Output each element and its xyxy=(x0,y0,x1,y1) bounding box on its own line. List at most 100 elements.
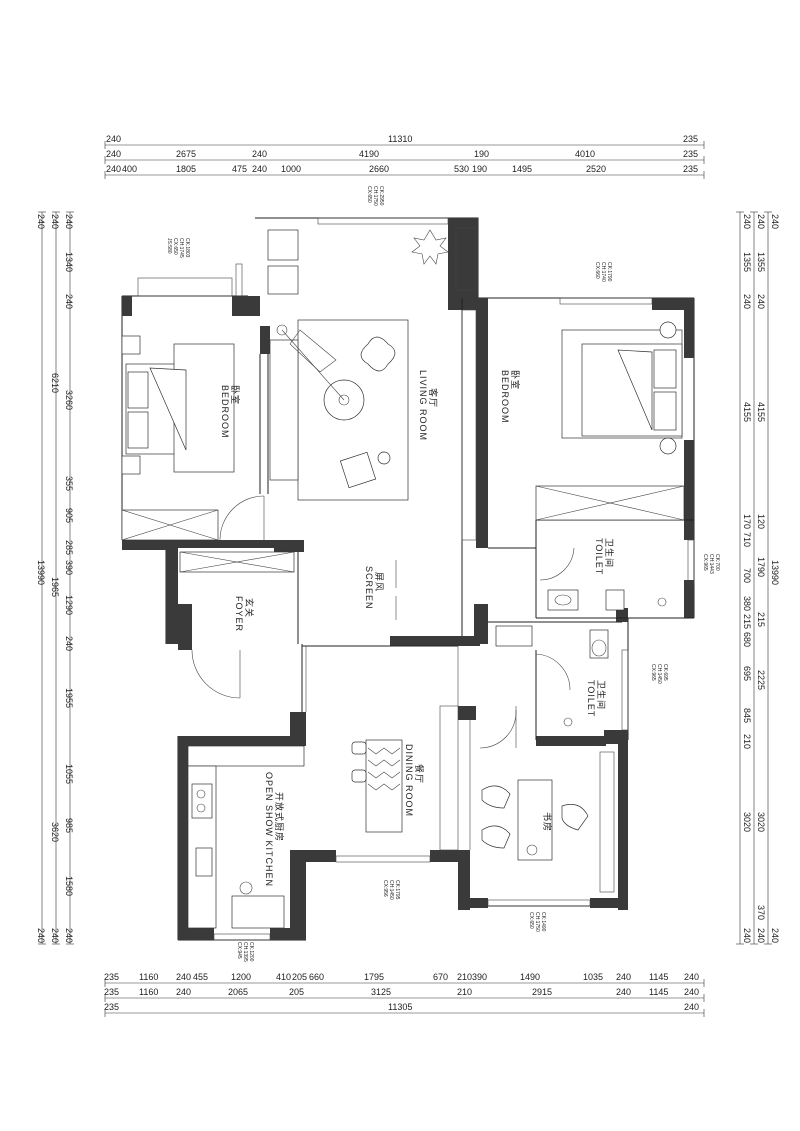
room-label-toilet-upper: 卫生间 TOILET xyxy=(594,538,615,575)
dimension-label: 1035 xyxy=(583,972,603,982)
bottom-dimension-row2: 235 1160 240 2065 205 3125 210 2915 240 … xyxy=(104,987,699,997)
room-name-en: LIVING ROOM xyxy=(418,370,428,441)
room-name-cn: 开放式厨房 xyxy=(274,792,285,842)
window-spec: CX:945 xyxy=(236,942,242,959)
room-label-toilet-lower: 卫生间 TOILET xyxy=(586,680,607,717)
dimension-label: 905 xyxy=(64,508,74,523)
room-name-cn: 客厅 xyxy=(428,388,439,408)
living-room-furniture xyxy=(267,227,477,541)
dimension-label: 240 xyxy=(684,972,699,982)
dimension-label: 215 xyxy=(742,614,752,629)
toilet-upper-furniture xyxy=(547,589,667,611)
top-dimension-row2: 240 2675 240 4190 190 4010 235 xyxy=(106,149,698,159)
dimension-label: 1955 xyxy=(64,688,74,708)
dimension-label: 4010 xyxy=(575,149,595,159)
dimension-label: 240 xyxy=(106,149,121,159)
foyer-furniture xyxy=(179,551,295,573)
dimension-label: 240 xyxy=(50,214,60,229)
dimension-label: 2915 xyxy=(532,987,552,997)
dimension-label: 475 xyxy=(232,164,247,174)
window-spec: CH:1443 xyxy=(708,554,714,574)
room-label-bedroom-right: 卧室 BEDROOM xyxy=(500,370,521,424)
dimension-label: 240 xyxy=(684,987,699,997)
bedroom-left-furniture xyxy=(121,335,235,541)
windows xyxy=(137,217,695,941)
dimension-label: 240 xyxy=(176,987,191,997)
dimension-label: 205 xyxy=(289,987,304,997)
right-dimension-row1: 240 13990 240 xyxy=(770,214,780,943)
dimension-label: 2675 xyxy=(176,149,196,159)
window-spec: CH:1750 xyxy=(534,912,540,932)
window-spec: CX:956 xyxy=(382,880,388,897)
room-label-kitchen: 开放式厨房 OPEN SHOW KITCHEN xyxy=(264,772,285,887)
window-spec: CX:650 xyxy=(172,238,178,255)
dimension-label: 235 xyxy=(683,134,698,144)
window-spec: CK:1795 xyxy=(394,880,400,900)
room-name-en: SCREEN xyxy=(364,566,374,610)
left-dimension-row1: 240 13990 240 xyxy=(36,214,46,943)
room-name-en: FOYER xyxy=(234,596,244,632)
dimension-label: 660 xyxy=(309,972,324,982)
room-name-en: TOILET xyxy=(594,538,604,575)
window-spec: CH:1745 xyxy=(178,238,184,258)
dimension-label: 285 xyxy=(64,540,74,555)
window-spec: CK:2950 xyxy=(378,186,384,206)
dimension-label: 3020 xyxy=(756,812,766,832)
dimension-label: 13990 xyxy=(770,560,780,585)
dimension-label: 11305 xyxy=(388,1002,412,1012)
window-tag-study: CK:1490 CH:1750 CX:650 xyxy=(528,912,546,932)
room-name-cn: 卫生间 xyxy=(604,538,615,568)
dimension-label: 410 xyxy=(276,972,291,982)
dimension-label: 210 xyxy=(457,972,472,982)
dimension-label: 1340 xyxy=(64,252,74,272)
dimension-label: 530 xyxy=(454,164,469,174)
room-name-cn: 书房 xyxy=(542,812,553,832)
room-name-en: BEDROOM xyxy=(500,370,510,424)
dimension-label: 190 xyxy=(474,149,489,159)
dimension-label: 240 xyxy=(756,928,766,943)
dimension-label: 695 xyxy=(742,666,752,681)
dining-furniture xyxy=(351,705,459,851)
window-tag-living: CK:2950 CH:1750 CX:650 xyxy=(366,186,384,206)
dimension-label: 4155 xyxy=(756,402,766,422)
dimension-label: 240 xyxy=(106,134,121,144)
dimension-label: 1490 xyxy=(520,972,540,982)
bedroom-right-furniture xyxy=(535,321,685,521)
dimension-label: 240 xyxy=(252,149,267,159)
room-name-cn: 卫生间 xyxy=(596,680,607,710)
window-spec: CK:700 xyxy=(714,554,720,571)
window-spec: CH:1740 xyxy=(600,262,606,282)
right-dimension-row2: 240 1355 240 4155 120 1790 215 2225 3020… xyxy=(756,214,766,943)
dimension-label: 240 xyxy=(756,294,766,309)
dimension-label: 240 xyxy=(756,214,766,229)
kitchen-furniture xyxy=(187,745,305,929)
dimension-label: 11310 xyxy=(388,134,412,144)
dimension-label: 3020 xyxy=(742,812,752,832)
room-name-cn: 餐厅 xyxy=(414,764,425,784)
dimension-label: 3620 xyxy=(50,822,60,842)
dimension-label: 1145 xyxy=(649,987,668,997)
window-spec: CK:1490 xyxy=(540,912,546,932)
dimension-label: 240 xyxy=(742,214,752,229)
dimension-label: 120 xyxy=(756,514,766,529)
dimension-label: 400 xyxy=(122,164,137,174)
dimension-label: 240 xyxy=(36,214,46,229)
dimension-label: 240 xyxy=(770,214,780,229)
dimension-label: 370 xyxy=(756,905,766,920)
bottom-dimension-row3: 235 11305 240 xyxy=(104,1002,699,1012)
dimension-label: 1795 xyxy=(364,972,384,982)
dimension-label: 2225 xyxy=(756,670,766,690)
window-tag-toilet-upper: CK:700 CH:1443 CX:965 xyxy=(702,554,720,574)
window-spec: JS:580 xyxy=(166,238,172,254)
room-label-foyer: 玄关 FOYER xyxy=(234,596,255,632)
room-name-cn: 屏风 xyxy=(374,572,384,592)
room-name-en: BEDROOM xyxy=(220,385,230,439)
dimension-label: 2520 xyxy=(586,164,606,174)
dimension-label: 670 xyxy=(433,972,448,982)
dimension-label: 240 xyxy=(64,294,74,309)
window-tag-dining: CK:1795 CH:1450 CX:956 xyxy=(382,880,400,900)
dimension-label: 1580 xyxy=(64,876,74,896)
dimension-label: 235 xyxy=(683,164,698,174)
window-tag-bedroom-right: CK:1790 CH:1740 CX:660 xyxy=(594,262,612,282)
